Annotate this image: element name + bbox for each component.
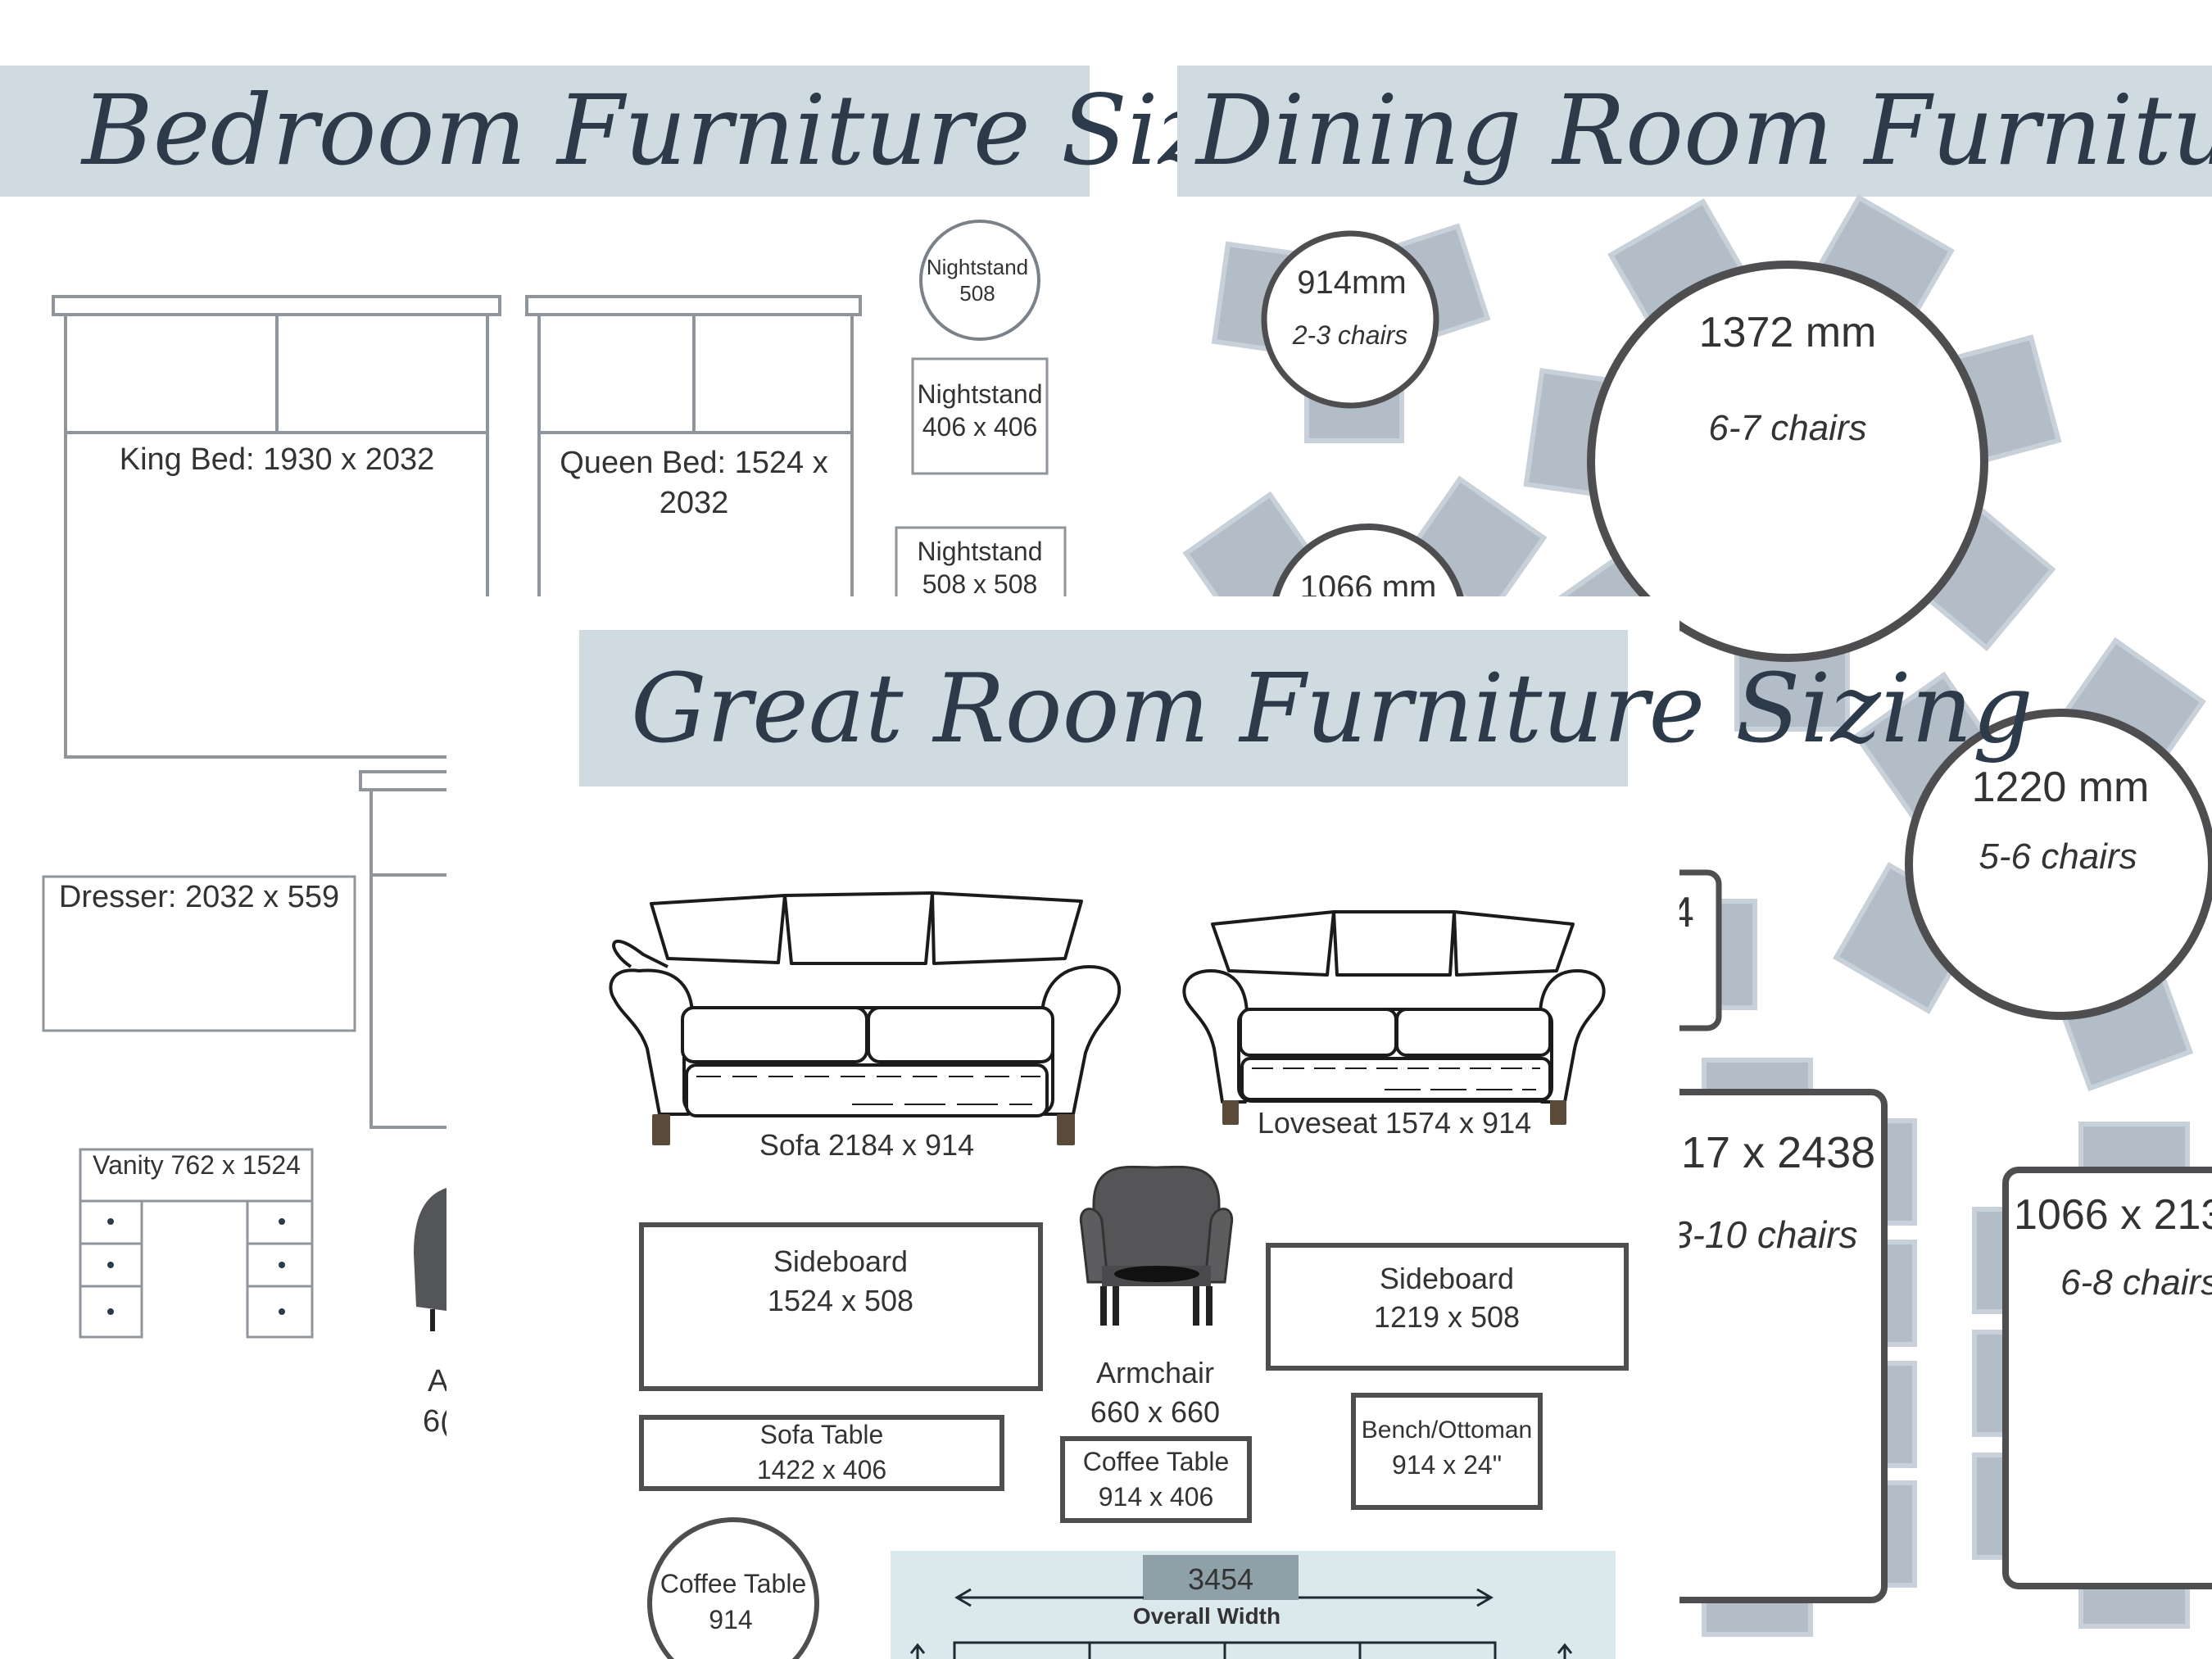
coffee-table-rect-label-1: Coffee Table <box>1083 1447 1230 1476</box>
king-bed-label: King Bed: 1930 x 2032 <box>120 442 435 477</box>
vanity-knobs <box>107 1218 285 1315</box>
nightstand-round-label-1: Nightstand <box>927 255 1028 279</box>
nightstand-round-label-2: 508 <box>959 281 995 306</box>
bedroom-title: Bedroom Furniture Sizing <box>80 74 1364 187</box>
overall-width-value-box <box>1143 1555 1299 1600</box>
table-1372-chairs-label: 6-7 chairs <box>1708 408 1866 448</box>
queen-bed-label-2: 2032 <box>660 486 729 520</box>
armchair-label-1: Armchair <box>1096 1356 1214 1389</box>
loveseat-label: Loveseat 1574 x 914 <box>1258 1106 1531 1140</box>
great-room-title-banner <box>579 630 1628 786</box>
loveseat-drawing <box>1182 910 1606 1125</box>
dining-panel: Dining Room Furniture Sizing 914mm 2-3 c… <box>1177 66 2212 1637</box>
table-1220 <box>1905 709 2212 1020</box>
rect-table-b-chairs <box>1972 1122 2190 1629</box>
sofa-drawing <box>609 891 1122 1145</box>
dresser-label: Dresser: 2032 x 559 <box>59 880 339 914</box>
vanity <box>79 1148 314 1339</box>
sideboard-1524 <box>639 1222 1043 1391</box>
sofa-table-label-1: Sofa Table <box>760 1420 884 1449</box>
table-914-size: 914mm <box>1297 265 1406 301</box>
coffee-table-round-label-1: Coffee Table <box>660 1569 807 1598</box>
coffee-table-rect <box>1060 1436 1252 1523</box>
nightstand-round <box>919 220 1040 341</box>
nightstand-large-label-2: 508 x 508 <box>922 569 1038 599</box>
table-1220-chairs-label: 5-6 chairs <box>1979 836 2137 877</box>
overall-width-label: Overall Width <box>1133 1603 1281 1629</box>
table-1372-size: 1372 mm <box>1699 309 1877 356</box>
sideboard-1219-label-1: Sideboard <box>1380 1262 1514 1295</box>
vanity-label: Vanity 762 x 1524 <box>93 1150 301 1180</box>
bedroom-armchair-label-2: 6( <box>423 1404 451 1439</box>
sideboard-1524-label-2: 1524 x 508 <box>768 1284 913 1317</box>
coffee-table-rect-label-2: 914 x 406 <box>1099 1482 1214 1512</box>
bench-ottoman-label-2: 914 x 24" <box>1392 1450 1502 1480</box>
sideboard-1219-label-2: 1219 x 508 <box>1374 1300 1520 1334</box>
coffee-table-round-label-2: 914 <box>709 1605 752 1634</box>
sideboard-1524-label-1: Sideboard <box>773 1244 908 1278</box>
king-bed <box>52 295 501 759</box>
nightstand-small-label-2: 406 x 406 <box>922 412 1038 442</box>
bedroom-armchair-partial <box>414 1188 446 1311</box>
great-room-panel: Great Room Furniture Sizing Sofa 2184 x … <box>446 596 2033 1659</box>
dining-title-banner <box>1177 66 2212 197</box>
nightstand-large-label-1: Nightstand <box>918 537 1043 566</box>
nightstand-square-small <box>911 357 1049 475</box>
twin-bed-partial <box>359 770 460 1129</box>
bedroom-panel: Bedroom Furniture Sizing King Bed: 1930 … <box>0 66 1364 1439</box>
bedroom-armchair-label-1: A <box>428 1364 449 1398</box>
sideboard-1219 <box>1266 1243 1629 1371</box>
overall-width-arrow <box>909 1588 1573 1659</box>
bedroom-title-banner <box>0 66 1090 197</box>
sofa-table-label-2: 1422 x 406 <box>757 1455 886 1484</box>
rect-table-b-chairs-label: 6-8 chairs <box>2060 1262 2212 1303</box>
dining-title: Dining Room Furniture Sizing <box>1194 74 2212 187</box>
armchair-drawing <box>1079 1165 1234 1326</box>
overall-width-value: 3454 <box>1188 1562 1253 1596</box>
armchair-label-2: 660 x 660 <box>1090 1395 1220 1429</box>
great-room-title: Great Room Furniture Sizing <box>631 654 2033 764</box>
sofa-label: Sofa 2184 x 914 <box>759 1128 974 1162</box>
table-914 <box>1261 230 1439 409</box>
nightstand-small-label-1: Nightstand <box>918 379 1043 409</box>
dresser <box>42 875 356 1032</box>
rect-table-b <box>2002 1167 2212 1589</box>
rect-table-b-size: 1066 x 213 <box>2014 1191 2212 1239</box>
table-1372 <box>1587 261 1988 662</box>
bench-ottoman <box>1351 1393 1543 1510</box>
rect-table-a-size: 17 x 2438 <box>1681 1128 1875 1177</box>
rect-table-a-chairs-label: 3-10 chairs <box>1671 1213 1858 1256</box>
table-1066-chairs <box>1182 475 1548 631</box>
sofa-table <box>639 1415 1004 1491</box>
queen-bed-label-1: Queen Bed: 1524 x <box>560 446 827 480</box>
nightstand-square-large <box>895 526 1067 611</box>
coffee-table-round <box>647 1517 819 1659</box>
table-914-chairs-label: 2-3 chairs <box>1292 320 1408 350</box>
table-1220-size: 1220 mm <box>1972 764 2150 811</box>
bench-ottoman-label-1: Bench/Ottoman <box>1362 1416 1532 1444</box>
